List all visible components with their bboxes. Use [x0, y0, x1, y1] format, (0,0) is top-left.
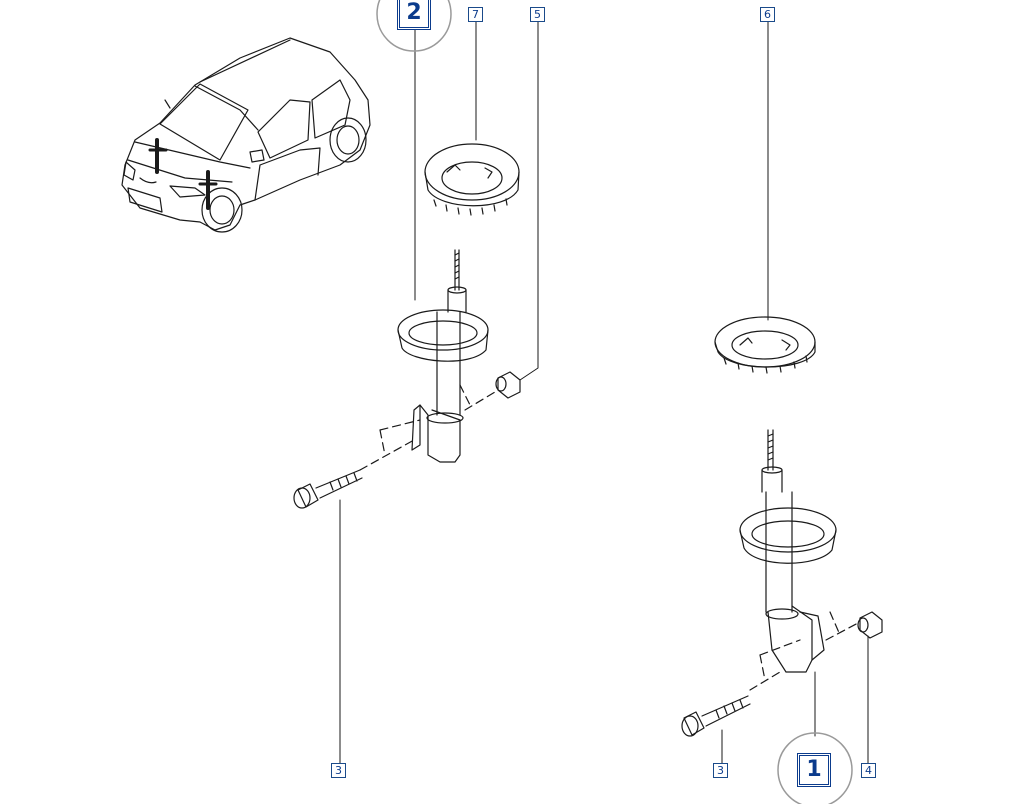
callout-item-1[interactable]: 1: [797, 753, 831, 787]
left-nut: [495, 371, 521, 399]
right-nut: [857, 611, 883, 639]
upper-seat-right: [714, 316, 816, 374]
callout-item-4[interactable]: 4: [861, 763, 876, 778]
callout-item-3-left[interactable]: 3: [331, 763, 346, 778]
right-bolt: [681, 695, 751, 737]
left-mount-axis: [359, 384, 496, 471]
highlight-circle-2: [376, 0, 452, 52]
left-bolt: [293, 469, 363, 509]
callout-item-2[interactable]: 2: [397, 0, 431, 30]
car-illustration: [121, 37, 371, 233]
left-shock-absorber: [397, 249, 489, 463]
callout-item-5[interactable]: 5: [530, 7, 545, 22]
right-shock-absorber: [739, 429, 837, 673]
callout-item-6[interactable]: 6: [760, 7, 775, 22]
callout-item-7[interactable]: 7: [468, 7, 483, 22]
callout-item-3-right[interactable]: 3: [713, 763, 728, 778]
right-mount-axis: [749, 611, 861, 691]
upper-bearing-left: [424, 143, 520, 216]
leader-lines: [339, 21, 869, 765]
highlight-circle-1: [777, 732, 853, 804]
